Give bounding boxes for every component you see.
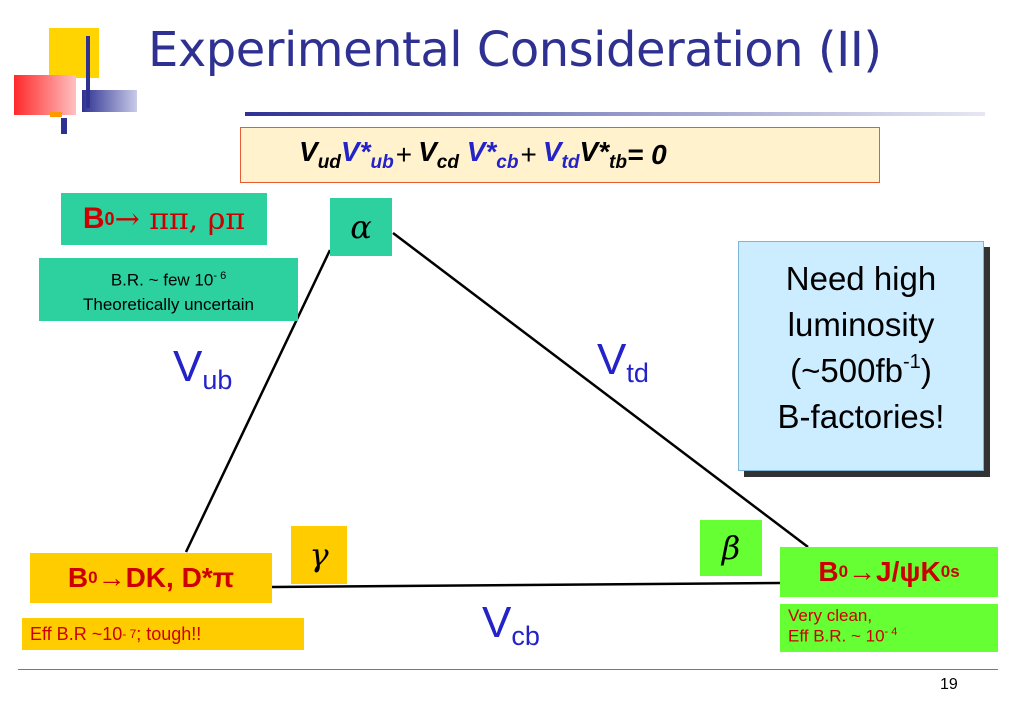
eq-term-vtd: Vtd — [542, 136, 580, 173]
side-vub-label: Vub — [173, 342, 233, 395]
alpha-note-line1: B.R. ~ few 10- 6 — [110, 270, 227, 290]
luminosity-line1: Need high — [785, 260, 937, 297]
luminosity-line4: B-factories! — [777, 398, 945, 435]
eq-rhs: = 0 — [626, 139, 667, 170]
beta-note-box: Very clean, Eff B.R. ~ 10- 4 — [780, 604, 998, 652]
eq-term-vud: Vud — [299, 136, 341, 173]
luminosity-line3: (~500fb-1) — [790, 351, 932, 389]
eq-plus: + — [520, 139, 537, 170]
side-vcb-label: Vcb — [482, 598, 540, 651]
luminosity-line2: luminosity — [787, 306, 935, 343]
luminosity-callout: Need high luminosity (~500fb-1) B-factor… — [738, 241, 984, 471]
eq-plus: + — [395, 139, 413, 170]
side-vtd-label: Vtd — [597, 335, 649, 388]
alpha-note-line2: Theoretically uncertain — [82, 294, 255, 314]
page-number: 19 — [940, 676, 958, 693]
gamma-angle-label: γ — [291, 526, 347, 584]
side-vcb-line — [271, 581, 781, 589]
logo-decoration — [14, 28, 139, 138]
title-underline — [245, 112, 985, 116]
eq-term-vcb-star: V*cb — [466, 136, 519, 173]
footer-rule — [18, 669, 998, 670]
alpha-angle-label: α — [330, 198, 392, 256]
gamma-note-box: Eff B.R ~10- 7; tough!! — [22, 618, 304, 650]
eq-term-vcd: Vcd — [418, 136, 459, 173]
eq-term-vtb-star: V*tb — [579, 136, 627, 173]
side-vtd-line — [392, 232, 809, 548]
eq-term-vub-star: V*ub — [340, 136, 394, 173]
side-vub-line — [184, 249, 332, 553]
beta-angle-label: β — [700, 520, 762, 576]
beta-note-line2: Eff B.R. ~ 10- 4 — [788, 626, 898, 646]
alpha-note-box: B.R. ~ few 10- 6 Theoretically uncertain — [39, 258, 298, 321]
beta-note-line1: Very clean, — [788, 606, 873, 625]
slide-title: Experimental Consideration (II) — [148, 22, 882, 78]
